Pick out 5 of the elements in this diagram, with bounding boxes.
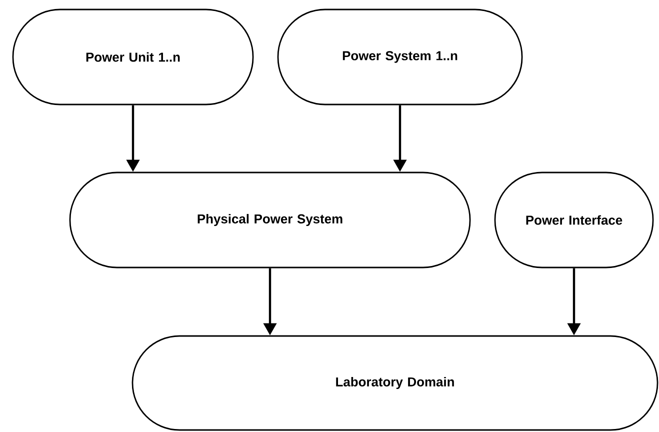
- rounded-box: Power Interface: [494, 172, 654, 268]
- rounded-box: Physical Power System: [69, 172, 471, 268]
- rounded-box: Power System 1..n: [277, 8, 523, 106]
- rounded-box: Laboratory Domain: [132, 335, 658, 431]
- rounded-box: Power Unit 1..n: [12, 8, 254, 106]
